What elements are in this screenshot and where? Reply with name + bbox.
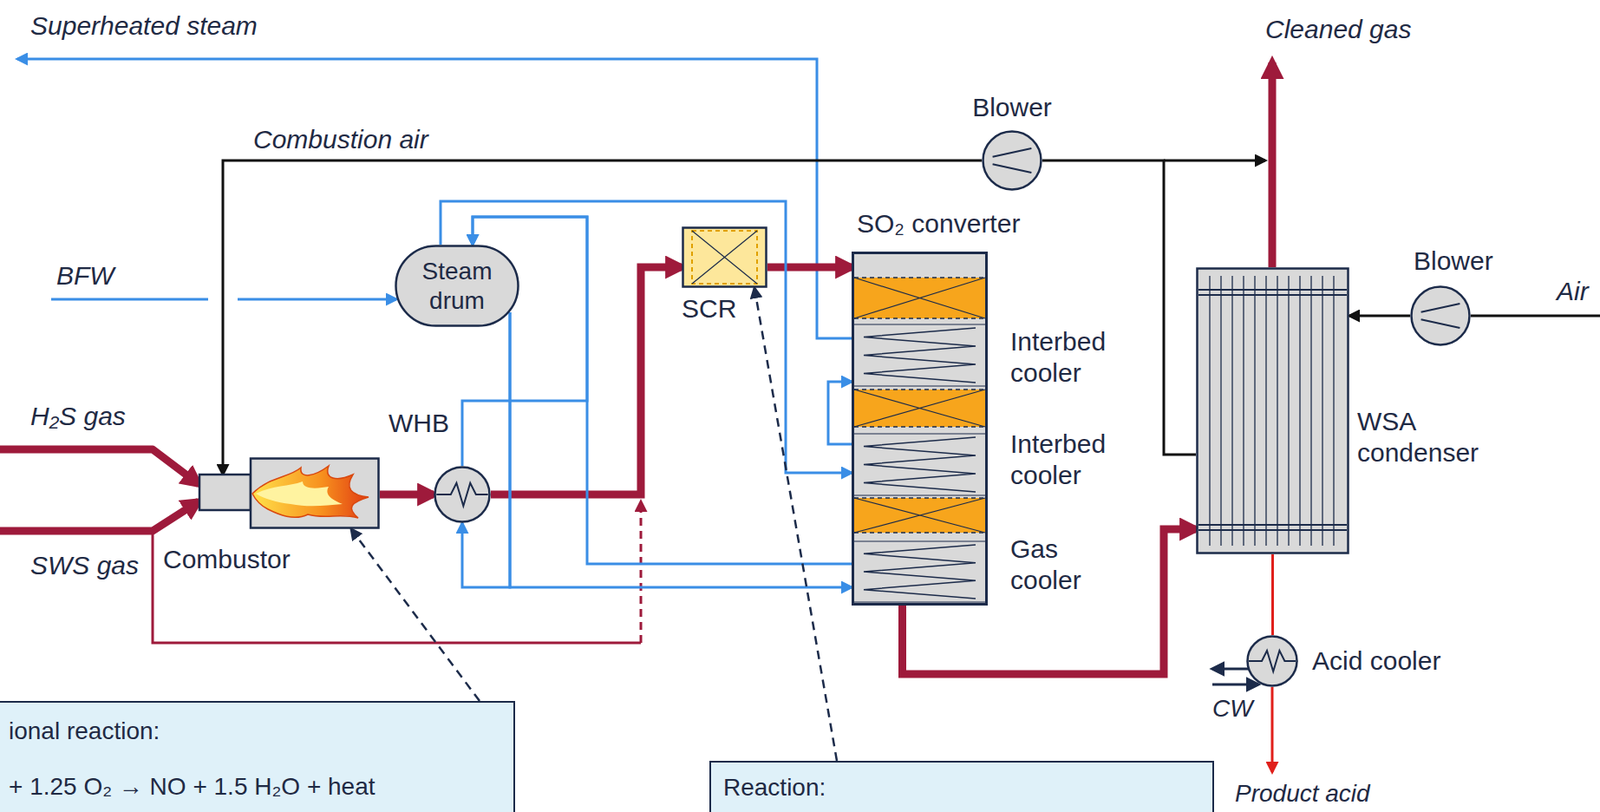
node-label: WSA condenser bbox=[1357, 405, 1501, 469]
air-intake-line bbox=[1470, 314, 1600, 318]
text-slot: ional reaction: bbox=[8, 716, 503, 746]
steam-drum: Steam drum bbox=[394, 244, 520, 327]
text-slot: WSA condenser bbox=[1357, 405, 1501, 469]
node-label: Blower bbox=[1413, 245, 1494, 277]
node-label: Reaction: bbox=[723, 772, 1201, 803]
stream-label: CW bbox=[1212, 693, 1254, 724]
part-label: Interbed cooler bbox=[1010, 428, 1119, 491]
cooling-water-in bbox=[1212, 683, 1259, 686]
stream-label: Combustion air bbox=[253, 124, 429, 156]
steam-line bbox=[472, 216, 852, 564]
stream-label-slot: Air bbox=[1556, 275, 1589, 307]
process-gas-line bbox=[767, 263, 852, 272]
stream-label: SWS gas bbox=[30, 549, 139, 582]
stream-label: BFW bbox=[56, 260, 115, 292]
text-slot: Blower bbox=[1413, 245, 1494, 277]
steam-line bbox=[440, 201, 852, 473]
text-slot: Combustor bbox=[163, 543, 291, 575]
reaction-callout: Reaction: bbox=[709, 760, 1215, 812]
node-label: Blower bbox=[972, 91, 1052, 124]
interbed-steam-loop bbox=[828, 381, 852, 445]
text-slot: WHB bbox=[388, 407, 450, 439]
acid-line bbox=[1271, 554, 1274, 635]
stream-label-slot: CW bbox=[1212, 693, 1254, 724]
part-label: Interbed cooler bbox=[1010, 326, 1119, 389]
stream-label-slot: BFW bbox=[56, 260, 115, 292]
so2-converter-symbol bbox=[851, 251, 988, 606]
waste-heat-boiler-symbol bbox=[433, 465, 491, 523]
text-slot: SCR bbox=[681, 293, 737, 325]
node-label: Acid cooler bbox=[1312, 645, 1441, 677]
callout-leader bbox=[351, 528, 480, 701]
acid-cooler-symbol bbox=[1246, 634, 1299, 687]
wsa-condenser-symbol bbox=[1195, 267, 1350, 555]
cooling-water-out bbox=[1212, 667, 1249, 671]
combustion-air-blower-symbol bbox=[981, 130, 1043, 191]
air-line bbox=[1042, 160, 1196, 455]
so2-converter: SO₂ converter bbox=[851, 251, 988, 606]
water-line bbox=[509, 312, 852, 588]
combustor-symbol bbox=[198, 457, 380, 529]
node-label: + 1.25 O₂ → NO + 1.5 H₂O + heat bbox=[8, 771, 503, 802]
part-label-slot: Interbed cooler bbox=[1010, 326, 1119, 389]
stream-label-slot: Superheated steam bbox=[30, 10, 258, 42]
waste-heat-boiler: WHB bbox=[433, 465, 491, 523]
stream-label-slot: Combustion air bbox=[253, 124, 429, 156]
cooling-air-blower: Blower bbox=[1410, 285, 1471, 347]
text-slot: Blower bbox=[972, 91, 1052, 124]
stack-air-line bbox=[1163, 159, 1266, 163]
node-label: WHB bbox=[388, 407, 450, 439]
superheated-steam-line bbox=[17, 58, 852, 339]
text-slot: Steam drum bbox=[409, 256, 505, 315]
text-slot: SO₂ converter bbox=[856, 208, 1020, 240]
scr-reactor-symbol bbox=[681, 226, 768, 288]
part-label-slot: Gas cooler bbox=[1010, 533, 1119, 596]
text-slot: + 1.25 O₂ → NO + 1.5 H₂O + heat bbox=[8, 771, 503, 802]
scr-reactor: SCR bbox=[681, 226, 768, 288]
cooling-air-blower-symbol bbox=[1410, 285, 1471, 347]
water-line bbox=[462, 312, 510, 588]
sws-bypass-dashed bbox=[640, 501, 643, 643]
callout-leader bbox=[754, 287, 837, 761]
node-label: SCR bbox=[681, 293, 737, 325]
stream-label-slot: SWS gas bbox=[30, 549, 139, 582]
stream-label-slot: H₂S gas bbox=[30, 400, 126, 432]
reaction-callout: ional reaction: + 1.25 O₂ → NO + 1.5 H₂O … bbox=[0, 700, 516, 812]
text-slot: Reaction: bbox=[723, 772, 1201, 803]
part-label-slot: Interbed cooler bbox=[1010, 428, 1119, 491]
air-line bbox=[1349, 314, 1411, 318]
stream-label: H₂S gas bbox=[30, 400, 126, 432]
product-acid-line bbox=[1271, 686, 1274, 772]
stream-label: Product acid bbox=[1234, 778, 1371, 809]
sws-feed-line bbox=[0, 501, 199, 531]
h2s-feed-line bbox=[0, 449, 199, 484]
node-label: ional reaction: bbox=[8, 716, 503, 746]
process-gas-line bbox=[379, 490, 434, 499]
part-label: Gas cooler bbox=[1010, 533, 1119, 596]
node-label: SO₂ converter bbox=[856, 208, 1020, 240]
stream-label-slot: Product acid bbox=[1234, 778, 1371, 809]
stream-label: Cleaned gas bbox=[1265, 13, 1411, 46]
stream-label: Air bbox=[1556, 275, 1589, 307]
combustion-air-blower: Blower bbox=[981, 130, 1043, 191]
node-label: Steam drum bbox=[409, 256, 505, 315]
combustor: Combustor bbox=[198, 457, 380, 529]
stream-label-slot: Cleaned gas bbox=[1265, 13, 1411, 46]
steam-drum-symbol bbox=[394, 244, 520, 327]
stream-label: Superheated steam bbox=[30, 10, 258, 42]
node-label: Combustor bbox=[163, 543, 291, 575]
cleaned-gas-line bbox=[1268, 62, 1277, 268]
acid-cooler: Acid cooler bbox=[1246, 634, 1299, 687]
text-slot: Acid cooler bbox=[1312, 645, 1441, 677]
wsa-condenser: WSA condenser bbox=[1195, 267, 1350, 555]
